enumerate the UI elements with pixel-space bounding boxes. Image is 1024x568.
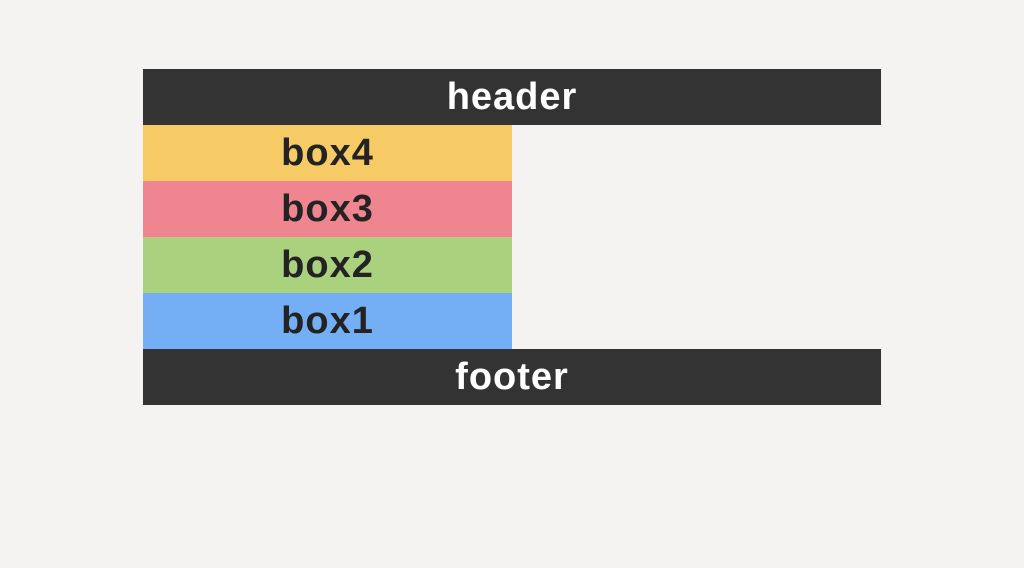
footer-label: footer (455, 356, 569, 398)
box-label: box2 (281, 244, 374, 286)
box-box2: box2 (143, 237, 512, 293)
page-background: { "page": { "background": "#f4f3f1" }, "… (0, 69, 1024, 568)
box-box4: box4 (143, 125, 512, 181)
box-box1: box1 (143, 293, 512, 349)
box-label: box1 (281, 300, 374, 342)
box-label: box3 (281, 188, 374, 230)
header-label: header (446, 76, 578, 118)
boxes-column: box4 box3 box2 box1 (143, 125, 512, 349)
header-bar: header (143, 69, 881, 125)
layout-container: header box4 box3 box2 box1 footer (143, 69, 881, 405)
box-label: box4 (281, 132, 374, 174)
box-box3: box3 (143, 181, 512, 237)
footer-bar: footer (143, 349, 881, 405)
